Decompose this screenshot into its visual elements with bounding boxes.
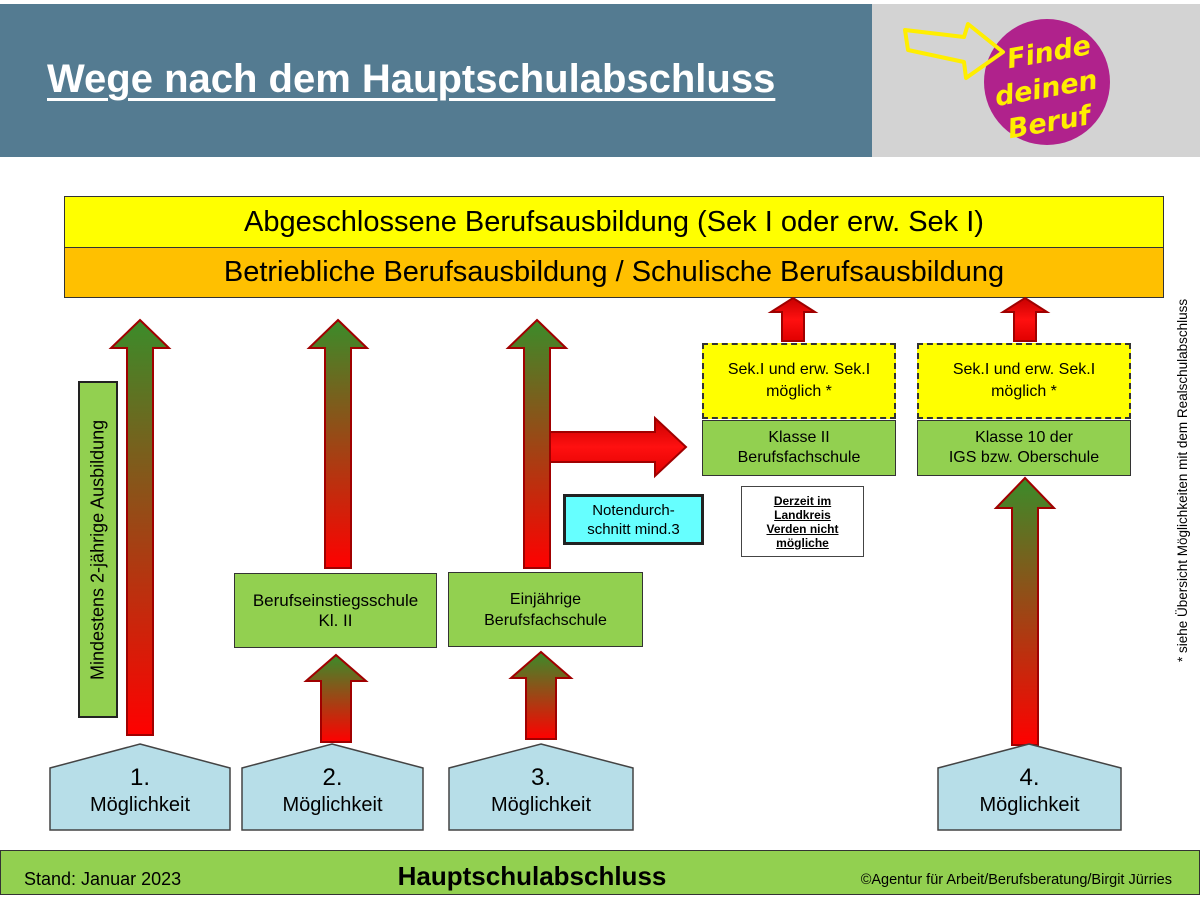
klasse2-qualification-line-2: möglich * [766, 383, 832, 400]
klasse2-school-line-2: Berufsfachschule [737, 449, 861, 466]
goal-bar-label: Abgeschlossene Berufsausbildung (Sek I o… [244, 205, 984, 238]
path3-condition-line-1: Notendurch- [592, 501, 675, 519]
arrow-up-option2 [303, 653, 369, 743]
option-3-text: Möglichkeit [490, 794, 592, 816]
path4-qualification-line-1: Sek.I und erw. Sek.I [952, 361, 1096, 378]
klasse2-qualification-line-1: Sek.I und erw. Sek.I [727, 361, 871, 378]
arrow-up-option4 [993, 476, 1057, 746]
path3-school-line-1: Einjährige [509, 590, 582, 608]
training-bar-label: Betriebliche Berufsausbildung / Schulisc… [223, 256, 1005, 288]
klasse2-school-box: Klasse II Berufsfachschule [702, 420, 896, 476]
arrow-up-option1 [108, 318, 172, 736]
logo-circle [984, 19, 1110, 145]
path4-qualification-box: Sek.I und erw. Sek.I möglich * [917, 343, 1131, 419]
header-band [0, 4, 872, 157]
arrow-right-klasse2 [549, 415, 688, 479]
option-2-number: 2. [322, 764, 343, 791]
footer-bar [0, 850, 1200, 895]
path4-qualification-line-2: möglich * [991, 383, 1057, 400]
logo: Finde deinen Beruf [903, 19, 1110, 145]
option-3-number: 3. [530, 764, 551, 791]
klasse2-school-line-1: Klasse II [768, 429, 830, 446]
klasse2-note-line-4: mögliche [776, 535, 829, 550]
footer-topic: Hauptschulabschluss [397, 861, 667, 891]
path1-requirement-box: Mindestens 2-jährige Ausbildung [78, 381, 118, 718]
logo-panel: Finde deinen Beruf [872, 4, 1200, 157]
klasse2-note-line-1: Derzeit im [773, 493, 832, 508]
klasse2-note-line-3: Verden nicht [766, 521, 839, 536]
path2-school-line-1: Berufseinstiegsschule [252, 590, 419, 610]
logo-arrow-icon [903, 22, 1005, 80]
path2-school-box: Berufseinstiegsschule Kl. II [234, 573, 437, 648]
path4-school-line-1: Klasse 10 der [975, 429, 1073, 446]
option-1-text: Möglichkeit [89, 794, 191, 816]
option-3-label: 3. Möglichkeit [449, 764, 633, 818]
path3-school-box: Einjährige Berufsfachschule [448, 572, 643, 647]
arrow-up-berufseinstiegsschule [306, 318, 370, 569]
path4-school-line-2: IGS bzw. Oberschule [948, 449, 1100, 466]
side-footnote: * siehe Übersicht Möglichkeiten mit dem … [1175, 298, 1190, 662]
path3-school-line-2: Berufsfachschule [484, 611, 607, 629]
option-4-number: 4. [1019, 764, 1040, 791]
page-title: Wege nach dem Hauptschulabschluss [47, 57, 776, 101]
arrow-up-option3 [508, 650, 574, 740]
option-2-text: Möglichkeit [282, 794, 383, 816]
goal-bar: Abgeschlossene Berufsausbildung (Sek I o… [64, 196, 1164, 248]
klasse2-availability-note: Derzeit im Landkreis Verden nicht möglic… [741, 486, 864, 557]
footer-copyright: ©Agentur für Arbeit/Berufsberatung/Birgi… [860, 872, 1172, 888]
path2-school-line-2: Kl. II [318, 610, 353, 630]
path1-requirement-label: Mindestens 2-jährige Ausbildung [87, 419, 108, 680]
arrow-up-einjaehrige [505, 318, 569, 569]
training-bar: Betriebliche Berufsausbildung / Schulisc… [64, 247, 1164, 298]
option-1-number: 1. [129, 764, 150, 791]
option-1-label: 1. Möglichkeit [50, 764, 230, 818]
path3-condition-box: Notendurch- schnitt mind.3 [563, 494, 704, 545]
path4-school-box: Klasse 10 der IGS bzw. Oberschule [917, 420, 1131, 476]
option-4-text: Möglichkeit [979, 794, 1080, 816]
arrow-up-klasse2 [767, 296, 819, 342]
klasse2-note-line-2: Landkreis [774, 507, 831, 522]
footer-date: Stand: Januar 2023 [24, 869, 182, 889]
arrow-up-klasse10 [999, 296, 1051, 342]
option-4-label: 4. Möglichkeit [938, 764, 1121, 818]
option-2-label: 2. Möglichkeit [242, 764, 423, 818]
path3-condition-line-2: schnitt mind.3 [587, 520, 680, 538]
klasse2-qualification-box: Sek.I und erw. Sek.I möglich * [702, 343, 896, 419]
